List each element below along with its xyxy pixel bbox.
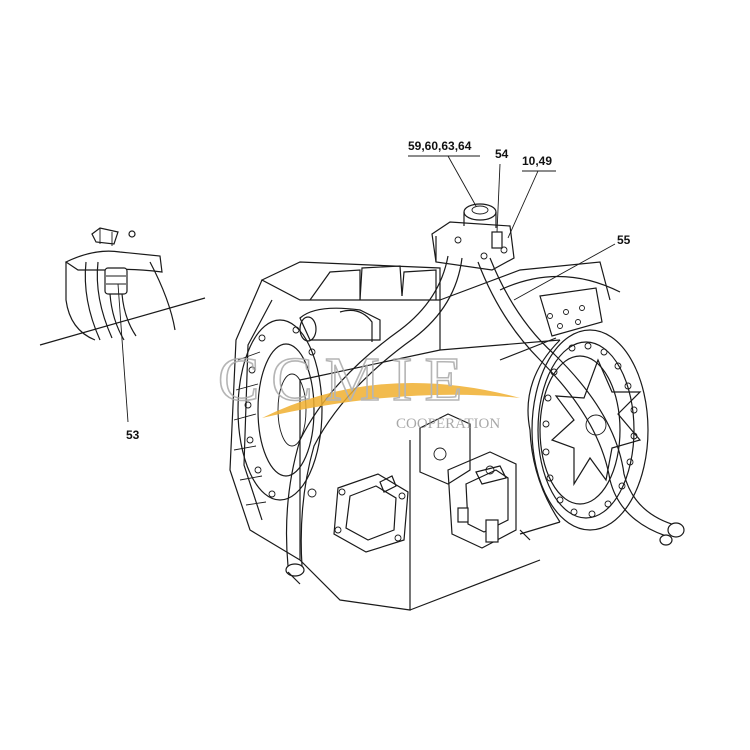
transmission-assembly — [229, 203, 649, 611]
watermark-logo: CCMIE COOPERATION — [217, 345, 520, 432]
detail-inset — [39, 227, 206, 423]
callout-label: 10,49 — [522, 154, 552, 168]
callout-54: 54 — [495, 147, 509, 233]
callout-label: 59,60,63,64 — [408, 139, 472, 153]
callout-label: 54 — [495, 147, 509, 161]
watermark-subtext: COOPERATION — [396, 416, 500, 432]
callout-10-49: 10,49 — [507, 154, 556, 239]
watermark-swoosh — [262, 382, 520, 418]
callout-label: 55 — [617, 233, 631, 247]
hose-right — [477, 257, 685, 546]
watermark-text: CCMIE — [218, 346, 474, 414]
callout-55: 55 — [513, 233, 631, 301]
callout-label: 53 — [126, 428, 140, 442]
callout-53: 53 — [126, 428, 140, 442]
callout-59-60-63-64: 59,60,63,64 — [408, 139, 480, 207]
